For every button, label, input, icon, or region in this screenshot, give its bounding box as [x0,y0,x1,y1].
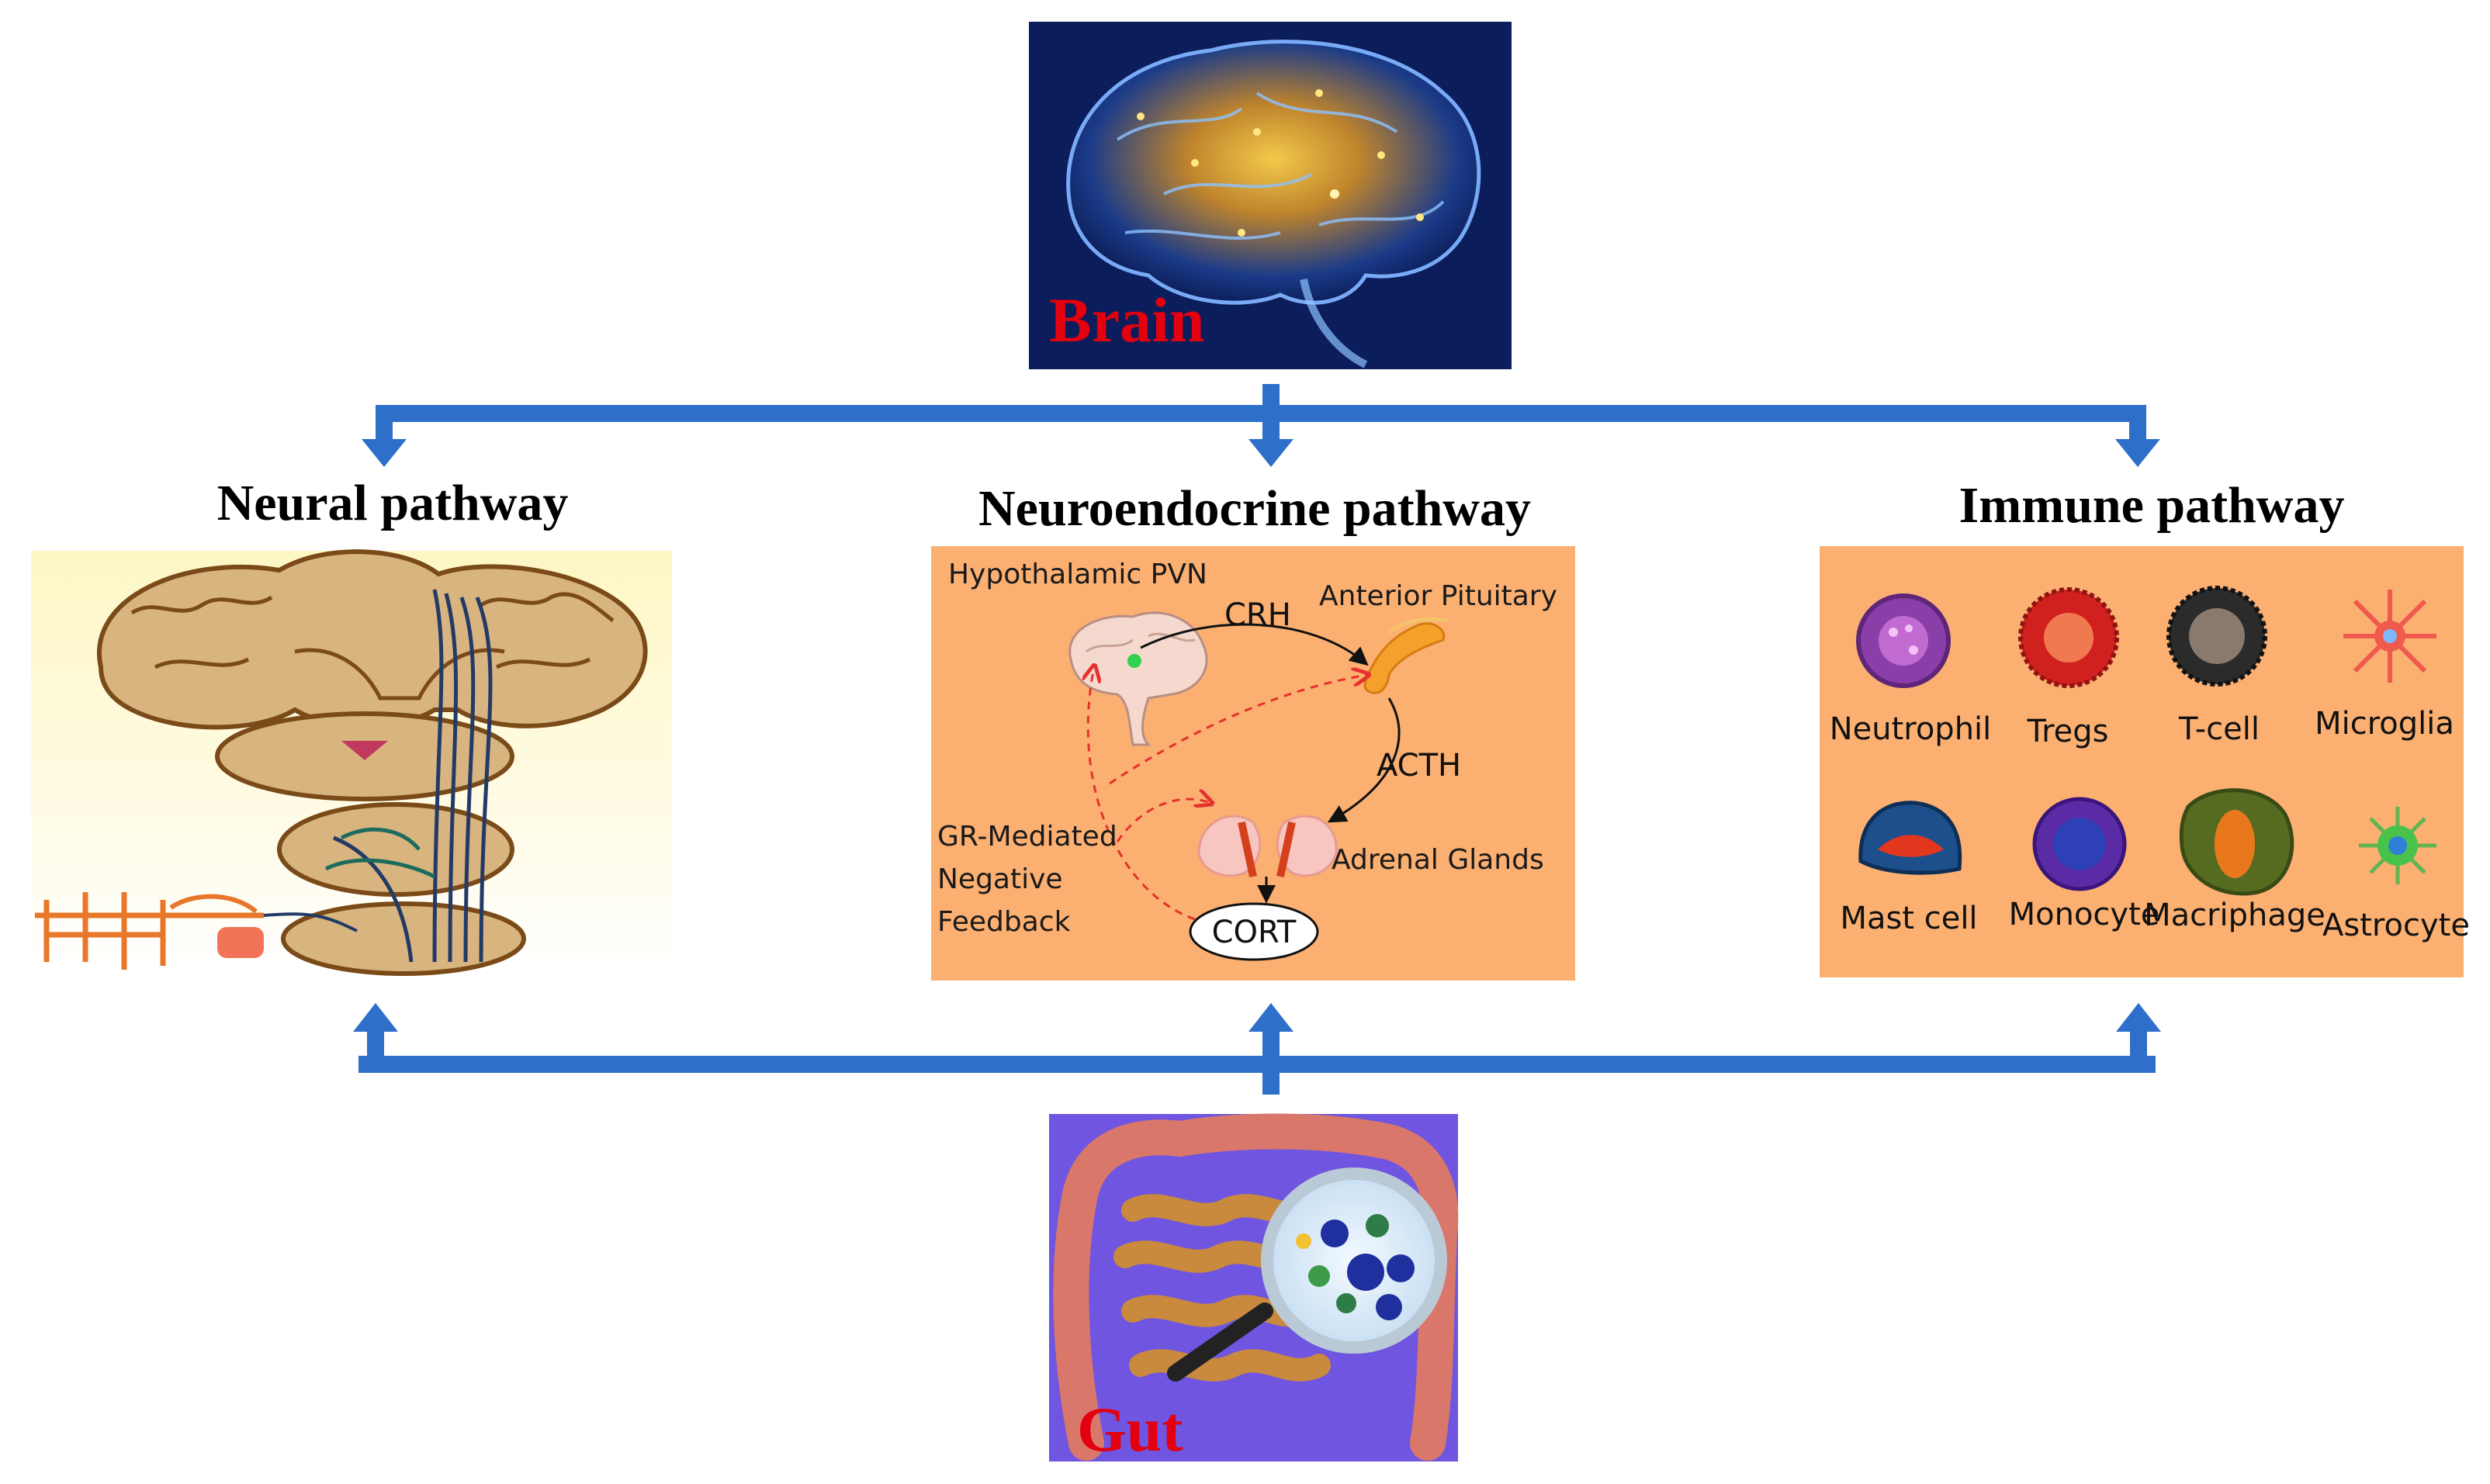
pvn-marker-icon [1127,654,1141,668]
feedback-arrow-to-hypothalamus [1088,667,1196,921]
gut-label: Gut [1077,1394,1183,1465]
microglia-label: Microglia [2315,706,2454,742]
mast-cell-icon [1858,801,1962,875]
mast-cell-label: Mast cell [1840,901,1977,936]
hypothalamus-brain-icon [1068,611,1208,746]
gut-to-pathways-connector [353,1003,2161,1095]
acth-arrow [1327,697,1401,823]
microglia-icon [2343,590,2436,683]
brain-section-illustration [97,549,648,976]
monocyte-label: Monocyte [2009,897,2160,932]
macrophage-label: Macriphage [2144,898,2326,933]
adrenal-glands-label: Adrenal Glands [1332,844,1544,876]
arrow-up-to-immune-icon [2116,1003,2161,1067]
neuroendocrine-pathway-title: Neuroendocrine pathway [978,480,1531,537]
brain-illustration [1066,40,1481,368]
peripheral-nerve-illustration [35,892,358,970]
feedback-arrow-to-pituitary [1109,675,1367,785]
immune-pathway-title: Immune pathway [1959,477,2345,534]
arrow-to-neuroendocrine-icon [1248,405,1293,467]
anterior-pituitary-label: Anterior Pituitary [1319,580,1557,612]
t-cell-icon [2166,586,2267,687]
pituitary-gland-icon [1363,617,1448,694]
magnifying-glass-icon [1167,1167,1447,1382]
cort-label: CORT [1212,915,1297,950]
neutrophil-label: Neutrophil [1830,711,1992,747]
acth-label: ACTH [1377,748,1461,784]
cort-ellipse [1189,902,1319,961]
adrenal-glands-icon [1197,815,1338,878]
hypothalamic-pvn-label: Hypothalamic PVN [948,559,1207,590]
feedback-label: Feedback [937,906,1071,938]
astrocyte-label: Astrocyte [2322,908,2470,943]
neural-pathway-panel [31,549,672,976]
crh-arrow [1140,623,1369,666]
bottom-horizontal-bar [358,1056,2156,1073]
neutrophil-icon [1856,593,1951,688]
neural-pathway-title: Neural pathway [217,475,569,531]
arrow-to-immune-icon [2115,405,2160,467]
brain-to-pathways-connector [362,384,2160,467]
tregs-icon [2018,587,2119,688]
feedback-arrow-to-adrenal [1116,799,1210,842]
gut-node: Gut [1049,1113,1459,1465]
macrophage-icon [2179,788,2294,896]
negative-label: Negative [937,863,1063,895]
brain-node: Brain [1029,22,1512,369]
tregs-label: Tregs [2027,714,2109,749]
arrow-to-neural-icon [362,405,407,467]
neuroendocrine-pathway-panel: CORT Hypothalamic PVN CRH Anterior Pitui… [931,546,1575,981]
crh-label: CRH [1224,597,1291,633]
arrow-up-to-neural-icon [353,1003,398,1067]
t-cell-label: T-cell [2178,711,2260,747]
brain-label: Brain [1049,285,1204,355]
monocyte-icon [2032,797,2127,891]
immune-pathway-panel: Neutrophil Tregs T-cell Microglia Mast c… [1820,546,2470,977]
gr-mediated-label: GR-Mediated [937,821,1117,853]
microbe-cluster-icon [1296,1214,1415,1320]
top-horizontal-bar [376,405,2146,422]
cort-node: CORT [1189,902,1319,961]
arrow-up-to-neuroendocrine-icon [1248,1003,1293,1067]
astrocyte-icon [2359,807,2436,884]
